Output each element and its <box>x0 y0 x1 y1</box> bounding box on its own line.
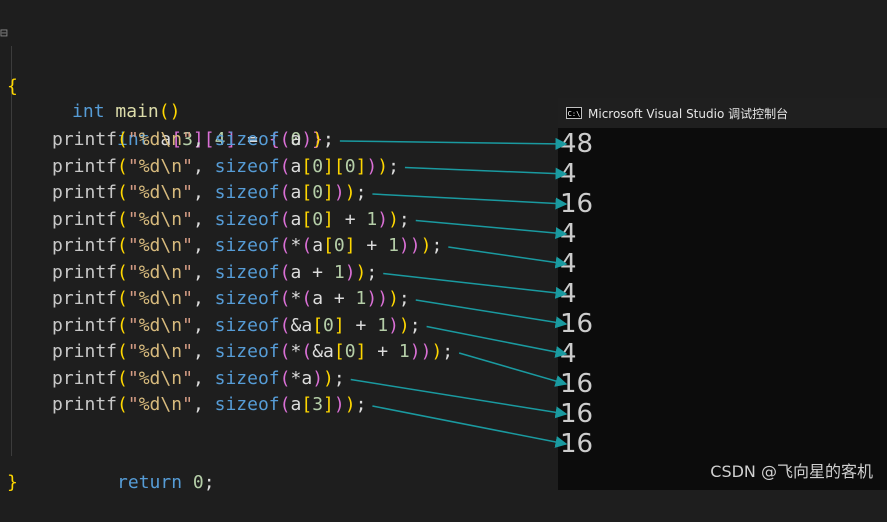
bracket: [ <box>203 129 215 150</box>
keyword-int: int <box>117 129 150 150</box>
keyword-sizeof: sizeof <box>214 129 280 150</box>
sizeof-argument: a <box>290 129 302 150</box>
keyword-sizeof: sizeof <box>214 261 280 283</box>
function-printf: printf <box>52 208 118 230</box>
console-title: Microsoft Visual Studio 调试控制台 <box>588 106 789 121</box>
brace: { <box>268 129 280 150</box>
number: 0 <box>192 472 204 493</box>
semicolon: ; <box>203 472 215 493</box>
close-brace: } <box>7 472 18 493</box>
annotation-arrows <box>339 137 568 448</box>
annotation-arrow <box>339 137 568 150</box>
sizeof-argument: a[0] <box>290 182 334 203</box>
console-output-line: 4 <box>560 219 577 249</box>
function-printf: printf <box>52 394 118 415</box>
annotation-arrow <box>372 193 568 210</box>
code-line-open-brace: { <box>0 48 43 97</box>
annotation-arrow <box>415 219 568 240</box>
number: 4 <box>214 129 226 150</box>
operator: = <box>236 129 269 150</box>
sizeof-argument: *(a[0] + 1) <box>290 235 410 256</box>
open-brace: { <box>7 76 18 97</box>
bracket: ] <box>192 129 204 150</box>
keyword-return: return <box>117 472 183 493</box>
identifier-a: a <box>149 129 172 150</box>
function-printf: printf <box>52 288 118 309</box>
console-app-icon: C:\ <box>566 107 582 119</box>
function-name-main: main <box>104 101 159 122</box>
sizeof-argument: *(a + 1) <box>290 288 378 309</box>
bracket: [ <box>171 129 183 150</box>
sizeof-argument: *(&a[0] + 1) <box>290 341 421 362</box>
sizeof-argument: a[0] + 1 <box>290 208 378 230</box>
function-printf: printf <box>52 367 118 389</box>
annotation-arrow <box>415 299 568 329</box>
sizeof-argument: a[3] <box>290 394 334 415</box>
keyword-sizeof: sizeof <box>214 314 280 336</box>
annotation-arrow <box>383 272 568 299</box>
function-printf: printf <box>52 182 118 203</box>
keyword-sizeof: sizeof <box>214 341 280 362</box>
sizeof-argument: *a <box>290 367 313 389</box>
semicolon: ; <box>323 129 334 150</box>
sizeof-argument: a + 1 <box>290 261 345 283</box>
bracket: ] <box>225 129 237 150</box>
keyword-sizeof: sizeof <box>214 367 280 389</box>
number: 0 <box>279 129 313 150</box>
keyword-sizeof: sizeof <box>214 394 280 415</box>
code-line-declaration: int a[3][4] = { 0 }; <box>0 75 334 150</box>
annotation-arrow <box>404 166 568 180</box>
keyword-sizeof: sizeof <box>214 235 280 256</box>
function-printf: printf <box>52 235 118 256</box>
annotation-arrow <box>372 405 568 448</box>
annotation-arrow <box>426 325 568 358</box>
function-printf: printf <box>52 129 118 150</box>
brace: } <box>312 129 324 150</box>
keyword-sizeof: sizeof <box>214 182 280 203</box>
console-titlebar[interactable]: C:\ Microsoft Visual Studio 调试控制台 <box>558 98 887 128</box>
code-line-return: return 0; <box>0 418 215 493</box>
watermark: CSDN @飞向星的客机 <box>710 462 873 481</box>
function-printf: printf <box>52 155 118 177</box>
keyword-int: int <box>72 101 105 122</box>
console-output-line: 4 <box>560 279 577 309</box>
function-printf: printf <box>52 341 118 362</box>
annotation-arrow <box>458 352 568 387</box>
code-line-signature: ⊟ int main() <box>0 21 180 122</box>
annotation-arrow <box>448 246 568 269</box>
number: 3 <box>182 129 193 150</box>
console-output-line: 4 <box>560 249 577 279</box>
sizeof-argument: a[0][0] <box>290 155 367 177</box>
console-output-line: 4 <box>560 159 577 189</box>
code-line-close-brace: } <box>0 444 43 493</box>
indent-guide <box>11 46 12 456</box>
code-editor[interactable]: ⊟ int main() { int a[3][4] = { 0 }; prin… <box>0 0 887 493</box>
fold-collapse-icon[interactable]: ⊟ <box>0 26 8 41</box>
keyword-sizeof: sizeof <box>214 155 280 177</box>
function-printf: printf <box>52 314 118 336</box>
sizeof-argument: &a[0] + 1 <box>290 314 389 336</box>
keyword-sizeof: sizeof <box>214 288 280 309</box>
function-printf: printf <box>52 261 118 283</box>
keyword-sizeof: sizeof <box>214 208 280 230</box>
annotation-arrow <box>350 378 568 419</box>
paren: () <box>158 101 181 122</box>
